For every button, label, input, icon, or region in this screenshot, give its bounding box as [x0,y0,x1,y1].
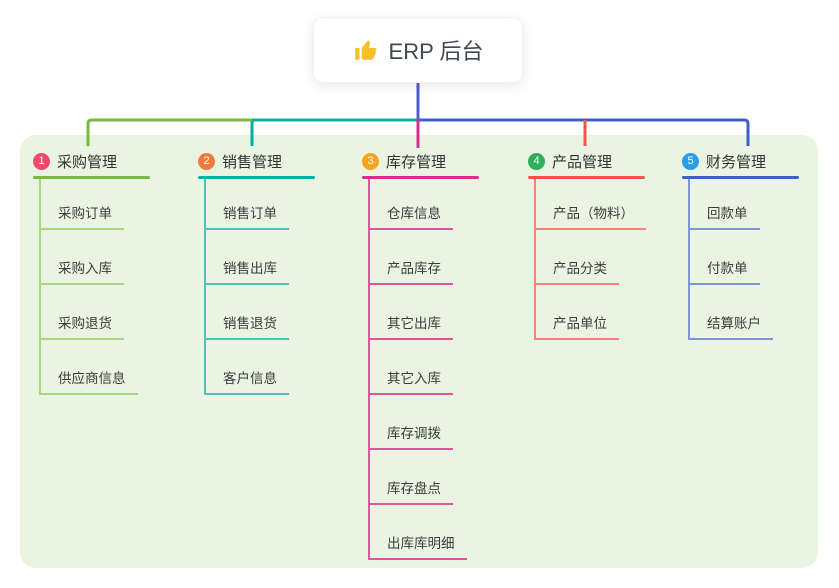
leaf-node[interactable]: 销售退货 [205,314,289,340]
branch-underline [33,176,150,179]
branch-title[interactable]: 4 产品管理 [528,150,612,173]
leaf-node[interactable]: 产品分类 [535,259,619,285]
leaf-node[interactable]: 付款单 [689,259,760,285]
branch-label: 销售管理 [222,154,283,171]
branch-underline [362,176,479,179]
leaf-node[interactable]: 客户信息 [205,369,289,395]
root-title: ERP 后台 [388,39,484,64]
leaf-node[interactable]: 采购订单 [40,204,124,230]
branch-trunk-line [368,179,370,560]
leaf-node[interactable]: 结算账户 [689,314,773,340]
leaf-node[interactable]: 其它入库 [369,369,453,395]
leaf-node[interactable]: 采购入库 [40,259,124,285]
branch-title[interactable]: 3 库存管理 [362,150,446,173]
branch-number-badge: 2 [198,153,215,170]
branches-panel [20,135,818,568]
branch-trunk-line [39,179,41,395]
branch-number-badge: 5 [682,153,699,170]
branch-number-badge: 3 [362,153,379,170]
leaf-node[interactable]: 库存盘点 [369,479,453,505]
leaf-node[interactable]: 产品库存 [369,259,453,285]
branch-trunk-line [204,179,206,395]
leaf-node[interactable]: 仓库信息 [369,204,453,230]
branch-label: 采购管理 [57,154,118,171]
branch-trunk-line [534,179,536,340]
thumbs-up-icon [353,37,379,63]
branch-number-badge: 4 [528,153,545,170]
branch-underline [198,176,315,179]
leaf-node[interactable]: 回款单 [689,204,760,230]
branch-underline [528,176,645,179]
leaf-node[interactable]: 其它出库 [369,314,453,340]
leaf-node[interactable]: 供应商信息 [40,369,138,395]
leaf-node[interactable]: 出库库明细 [369,534,467,560]
leaf-node[interactable]: 销售出库 [205,259,289,285]
branch-title[interactable]: 2 销售管理 [198,150,282,173]
branch-label: 库存管理 [386,154,447,171]
leaf-node[interactable]: 采购退货 [40,314,124,340]
branch-title[interactable]: 1 采购管理 [33,150,117,173]
leaf-node[interactable]: 销售订单 [205,204,289,230]
branch-trunk-line [688,179,690,340]
branch-underline [682,176,799,179]
leaf-node[interactable]: 产品（物料） [535,204,646,230]
root-node[interactable]: ERP 后台 [313,17,523,83]
branch-number-badge: 1 [33,153,50,170]
branch-title[interactable]: 5 财务管理 [682,150,766,173]
leaf-node[interactable]: 产品单位 [535,314,619,340]
leaf-node[interactable]: 库存调拨 [369,424,453,450]
branch-label: 产品管理 [552,154,613,171]
branch-label: 财务管理 [706,154,767,171]
